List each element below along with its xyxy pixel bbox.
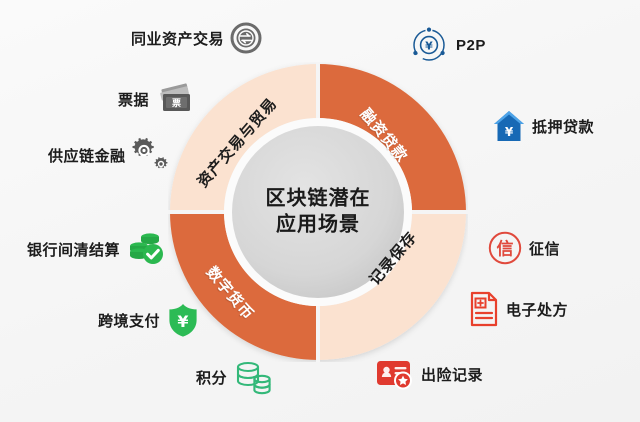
node-label-points: 积分 bbox=[196, 369, 228, 387]
shield-yuan-icon: ¥ bbox=[166, 302, 200, 338]
donut-svg bbox=[168, 62, 468, 362]
ring-segment-asset-trade[interactable] bbox=[170, 64, 318, 212]
banknote-glyph: 票 bbox=[172, 97, 181, 109]
node-claim-record[interactable]: 出险记录 bbox=[375, 358, 483, 390]
banknote-icon: 票 bbox=[155, 82, 199, 116]
seal-glyph: 信 bbox=[497, 239, 514, 260]
p2p-network-icon: ¥ bbox=[408, 24, 450, 66]
donut-chart: 资产交易与贸易 融资贷款 记录保存 数字货币 区块链潜在 应用场景 bbox=[168, 62, 468, 362]
node-points[interactable]: 积分 bbox=[196, 358, 275, 396]
house-yuan-glyph: ¥ bbox=[505, 125, 514, 139]
node-bills[interactable]: 票据 票 bbox=[118, 82, 199, 116]
database-stack-icon bbox=[233, 358, 275, 396]
medical-document-icon bbox=[468, 290, 500, 328]
node-mortgage-loan[interactable]: ¥ 抵押贷款 bbox=[492, 108, 594, 144]
node-label-bills: 票据 bbox=[118, 91, 150, 109]
node-p2p[interactable]: ¥ P2P bbox=[408, 24, 486, 66]
node-label-credit-reporting: 征信 bbox=[529, 240, 561, 258]
center-caption-line-2: 应用场景 bbox=[276, 214, 360, 236]
coins-check-icon bbox=[126, 230, 168, 268]
node-label-interbank-asset-trade: 同业资产交易 bbox=[131, 30, 225, 48]
gears-icon bbox=[132, 137, 172, 173]
p2p-glyph: ¥ bbox=[425, 39, 433, 52]
center-caption-line-1: 区块链潜在 bbox=[265, 187, 371, 210]
node-label-e-prescription: 电子处方 bbox=[506, 301, 569, 319]
segment-dividers bbox=[168, 62, 468, 362]
ring-segment-record-keep[interactable] bbox=[318, 212, 466, 360]
node-supply-chain-finance[interactable]: 供应链金融 bbox=[48, 137, 172, 173]
node-label-interbank-settlement: 银行间清结算 bbox=[27, 241, 121, 259]
node-label-mortgage-loan: 抵押贷款 bbox=[532, 118, 595, 136]
house-yuan-icon: ¥ bbox=[492, 108, 526, 144]
node-e-prescription[interactable]: 电子处方 bbox=[468, 290, 568, 328]
seal-stamp-icon: 信 bbox=[487, 230, 523, 266]
node-label-p2p: P2P bbox=[456, 36, 486, 54]
exchange-circle-icon bbox=[230, 22, 262, 54]
node-label-supply-chain-finance: 供应链金融 bbox=[48, 147, 126, 165]
ring-segment-financing[interactable] bbox=[318, 64, 466, 212]
node-label-claim-record: 出险记录 bbox=[421, 366, 484, 384]
node-credit-reporting[interactable]: 信 征信 bbox=[487, 230, 560, 266]
node-interbank-settlement[interactable]: 银行间清结算 bbox=[27, 230, 168, 268]
node-interbank-asset-trade[interactable]: 同业资产交易 bbox=[131, 22, 262, 54]
ring-segment-digital-money[interactable] bbox=[170, 212, 318, 360]
node-label-cross-border-payment: 跨境支付 bbox=[98, 312, 161, 330]
donut-core bbox=[232, 126, 404, 298]
shield-yuan-glyph: ¥ bbox=[177, 312, 188, 331]
center-caption: 区块链潜在 应用场景 bbox=[233, 186, 403, 239]
id-card-icon bbox=[375, 358, 415, 390]
node-cross-border-payment[interactable]: 跨境支付 ¥ bbox=[98, 302, 200, 338]
